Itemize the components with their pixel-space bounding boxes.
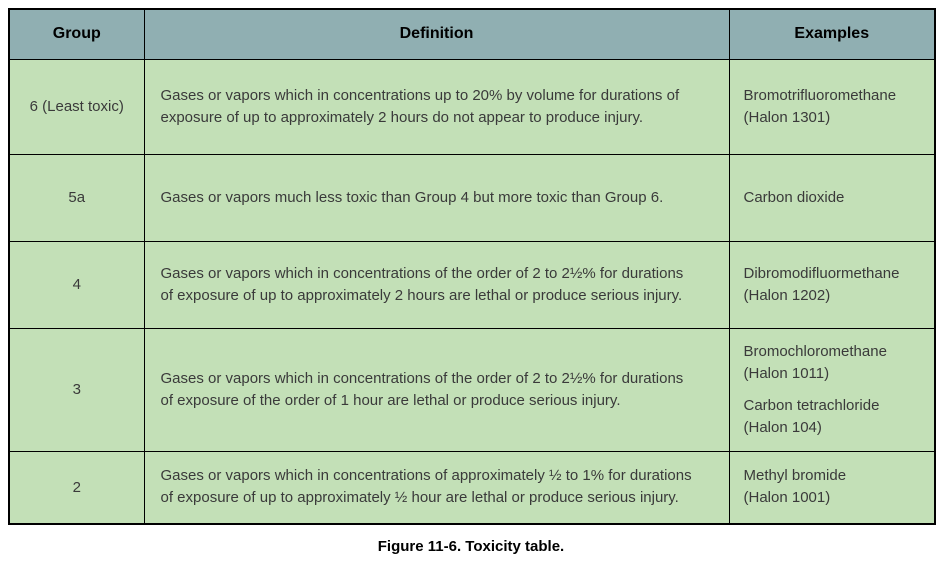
example-item: Dibromodifluormethane (Halon 1202) <box>743 264 900 304</box>
group-cell: 6 (Least toxic) <box>8 58 145 155</box>
group-cell: 3 <box>8 327 145 452</box>
definition-cell: Gases or vapors which in concentrations … <box>143 58 730 155</box>
header-examples: Examples <box>728 8 936 60</box>
examples-cell: Dibromodifluormethane (Halon 1202) <box>728 240 936 329</box>
example-item: Bromotrifluoromethane (Halon 1301) <box>743 86 897 126</box>
example-item: Carbon tetrachloride (Halon 104) <box>743 396 880 436</box>
group-cell: 5a <box>8 153 145 242</box>
example-item: Carbon dioxide <box>743 188 845 206</box>
example-item: Methyl bromide (Halon 1001) <box>743 467 847 507</box>
examples-cell: Bromotrifluoromethane (Halon 1301) <box>728 58 936 155</box>
examples-cell: Bromochloromethane (Halon 1011) Carbon te… <box>728 327 936 452</box>
header-definition: Definition <box>143 8 730 60</box>
header-group: Group <box>8 8 145 60</box>
definition-cell: Gases or vapors much less toxic than Gro… <box>143 153 730 242</box>
toxicity-table-body: 6 (Least toxic)Gases or vapors which in … <box>8 58 936 525</box>
group-cell: 4 <box>8 240 145 329</box>
definition-cell: Gases or vapors which in concentrations … <box>143 327 730 452</box>
examples-cell: Carbon dioxide <box>728 153 936 242</box>
definition-cell: Gases or vapors which in concentrations … <box>143 240 730 329</box>
header-row: Group Definition Examples <box>8 8 936 60</box>
group-cell: 2 <box>8 450 145 525</box>
examples-cell: Methyl bromide (Halon 1001) <box>728 450 936 525</box>
example-item: Bromochloromethane (Halon 1011) <box>743 342 887 382</box>
definition-cell: Gases or vapors which in concentrations … <box>143 450 730 525</box>
toxicity-table: Group Definition Examples 6 (Least toxic… <box>8 8 936 525</box>
figure-caption: Figure 11-6. Toxicity table. <box>377 538 565 555</box>
table-row: 6 (Least toxic)Gases or vapors which in … <box>8 58 936 155</box>
